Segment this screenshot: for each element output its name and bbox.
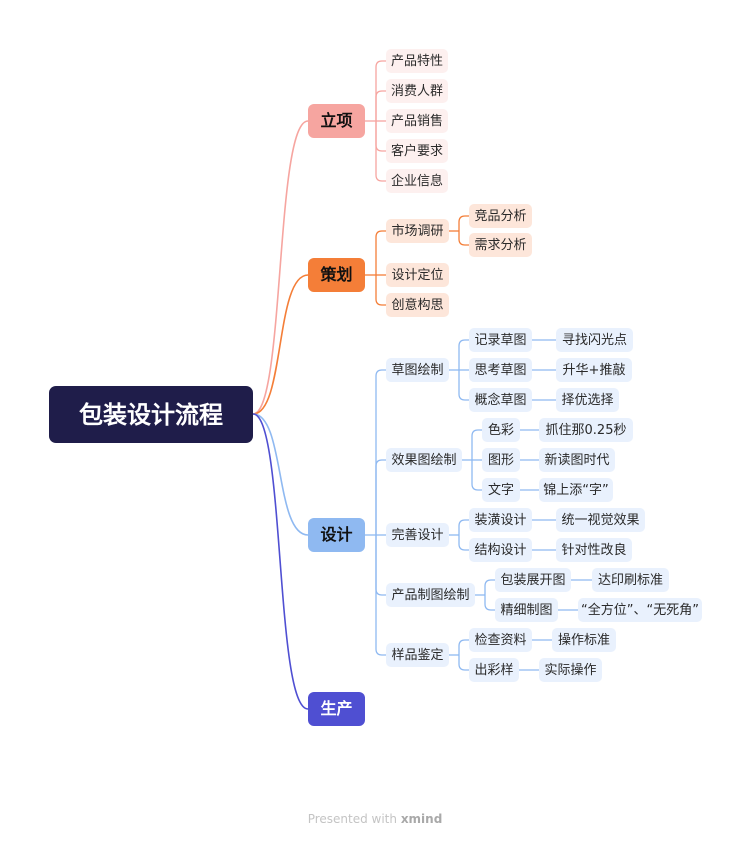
subtopic[interactable]: 色彩 (482, 418, 520, 442)
leaf-topic[interactable]: 实际操作 (539, 658, 602, 682)
subtopic[interactable]: 产品特性 (386, 49, 448, 73)
footer-prefix: Presented with (307, 812, 401, 826)
subtopic[interactable]: 记录草图 (469, 328, 532, 352)
branch-topic-4[interactable]: 生产 (308, 692, 365, 726)
connector-line (458, 639, 469, 655)
subtopic[interactable]: 概念草图 (469, 388, 532, 412)
subtopic[interactable]: 检查资料 (469, 628, 532, 652)
root-topic[interactable]: 包装设计流程 (49, 386, 253, 443)
footer-credit: Presented with xmind (0, 812, 750, 826)
connector-line (252, 274, 309, 415)
connector-line (252, 413, 309, 710)
connector-line (471, 429, 482, 460)
subtopic[interactable]: 草图绘制 (386, 358, 449, 382)
connector-line (375, 230, 386, 275)
connector-line (375, 121, 386, 152)
connector-line (375, 60, 386, 121)
leaf-topic[interactable]: 抓住那0.25秒 (539, 418, 633, 442)
connector-line (375, 459, 386, 535)
connector-line (375, 535, 386, 596)
connector-line (375, 535, 386, 656)
branch-topic-1[interactable]: 立项 (308, 104, 365, 138)
leaf-topic[interactable]: 锦上添“字” (539, 478, 613, 502)
subtopic[interactable]: 设计定位 (386, 263, 449, 287)
subtopic[interactable]: 包装展开图 (495, 568, 571, 592)
connector-line (252, 413, 309, 536)
subtopic[interactable]: 文字 (482, 478, 520, 502)
connector-line (458, 519, 469, 535)
leaf-topic[interactable]: 新读图时代 (539, 448, 615, 472)
footer-brand: xmind (400, 812, 443, 826)
subtopic[interactable]: 精细制图 (495, 598, 558, 622)
leaf-topic[interactable]: 针对性改良 (556, 538, 632, 562)
connector-line (375, 121, 386, 182)
subtopic[interactable]: 样品鉴定 (386, 643, 449, 667)
connector-line (484, 595, 495, 611)
leaf-topic[interactable]: 达印刷标准 (592, 568, 669, 592)
subtopic[interactable]: 需求分析 (469, 233, 532, 257)
connector-line (458, 535, 469, 551)
branch-topic-3[interactable]: 设计 (308, 518, 365, 552)
connector-line (375, 275, 386, 306)
subtopic[interactable]: 消费人群 (386, 79, 448, 103)
leaf-topic[interactable]: 操作标准 (552, 628, 616, 652)
subtopic[interactable]: 市场调研 (386, 219, 449, 243)
connector-line (252, 120, 309, 415)
connector-line (375, 90, 386, 121)
subtopic[interactable]: 结构设计 (469, 538, 532, 562)
connector-line (471, 460, 482, 491)
subtopic[interactable]: 完善设计 (386, 523, 449, 547)
subtopic[interactable]: 装潢设计 (469, 508, 532, 532)
connector-line (484, 579, 495, 595)
subtopic[interactable]: 效果图绘制 (386, 448, 462, 472)
subtopic[interactable]: 客户要求 (386, 139, 448, 163)
leaf-topic[interactable]: “全方位”、“无死角” (578, 598, 702, 622)
branch-topic-2[interactable]: 策划 (308, 258, 365, 292)
subtopic[interactable]: 思考草图 (469, 358, 532, 382)
subtopic[interactable]: 竞品分析 (469, 204, 532, 228)
subtopic[interactable]: 图形 (482, 448, 520, 472)
leaf-topic[interactable]: 统一视觉效果 (556, 508, 645, 532)
connector-line (458, 370, 469, 401)
subtopic[interactable]: 企业信息 (386, 169, 448, 193)
subtopic[interactable]: 创意构思 (386, 293, 449, 317)
leaf-topic[interactable]: 寻找闪光点 (556, 328, 633, 352)
subtopic[interactable]: 出彩样 (469, 658, 519, 682)
connector-line (458, 215, 469, 231)
connector-line (375, 369, 386, 535)
connector-line (458, 339, 469, 370)
subtopic[interactable]: 产品销售 (386, 109, 448, 133)
leaf-topic[interactable]: 升华+推敲 (556, 358, 632, 382)
connector-line (458, 655, 469, 671)
subtopic[interactable]: 产品制图绘制 (386, 583, 475, 607)
leaf-topic[interactable]: 择优选择 (556, 388, 619, 412)
connector-line (458, 231, 469, 246)
